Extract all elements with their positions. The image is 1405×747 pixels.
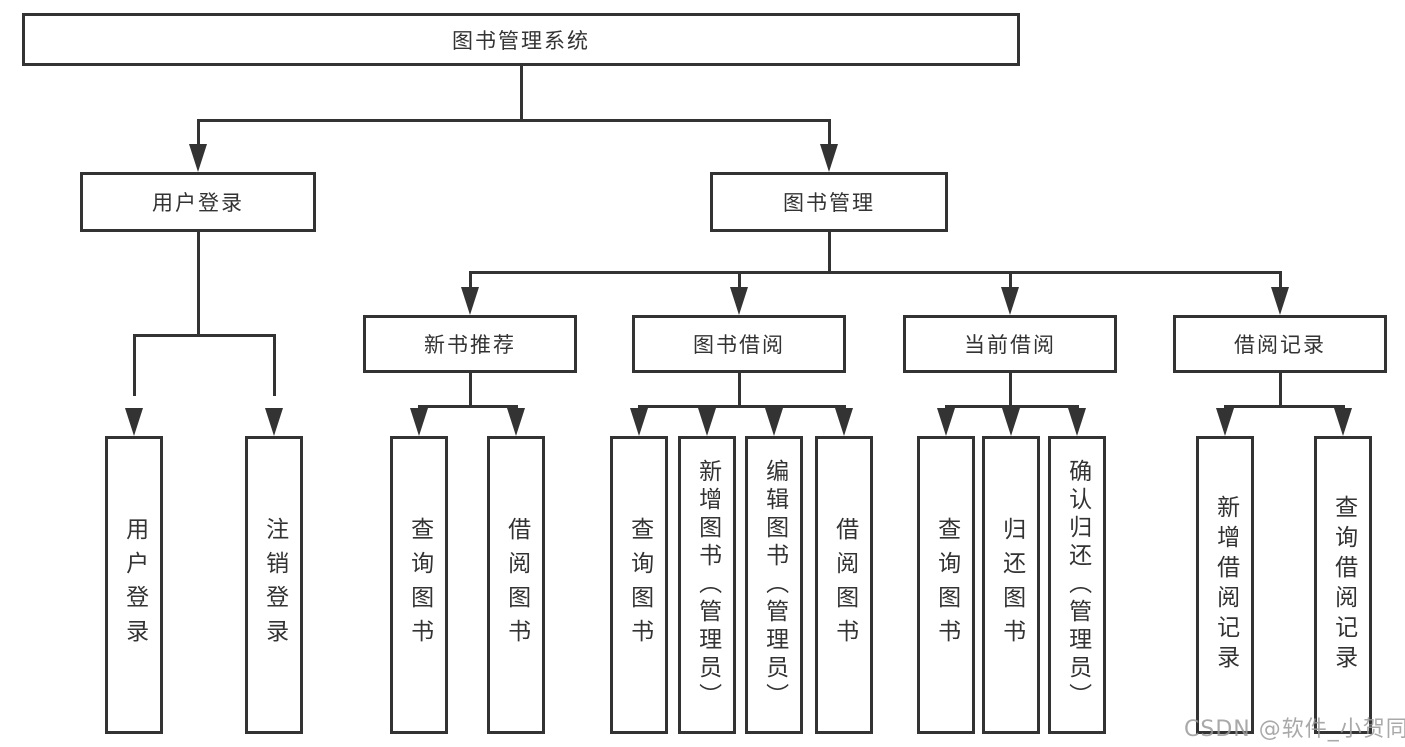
leaf-query-books-current: 查询图书: [917, 436, 975, 734]
node-label: 新增借阅记录: [1212, 495, 1239, 675]
node-label: 图书管理系统: [452, 28, 590, 53]
connector-stem: [1279, 373, 1282, 408]
arrowhead-down-icon: [937, 408, 955, 436]
node-label: 查询图书: [406, 517, 433, 653]
leaf-borrow-books-borrowing: 借阅图书: [815, 436, 873, 734]
node-label: 查询图书: [626, 517, 653, 653]
connector-stem: [197, 119, 200, 149]
arrowhead-down-icon: [820, 144, 838, 172]
connector-branch: [133, 334, 276, 337]
node-label: 借阅图书: [831, 517, 858, 653]
arrowhead-down-icon: [410, 408, 428, 436]
connector-stem: [469, 271, 472, 291]
arrowhead-down-icon: [125, 408, 143, 436]
arrowhead-down-icon: [1271, 287, 1289, 315]
connector-branch: [638, 405, 846, 408]
arrowhead-down-icon: [1334, 408, 1352, 436]
connector-stem: [828, 119, 831, 149]
leaf-confirm-return-admin: 确认归还（管理员）: [1048, 436, 1106, 734]
node-current-borrowing: 当前借阅: [903, 315, 1117, 373]
node-borrow-records: 借阅记录: [1173, 315, 1387, 373]
leaf-query-books-borrowing: 查询图书: [610, 436, 668, 734]
node-label: 用户登录: [121, 517, 148, 653]
node-label: 归还图书: [998, 517, 1025, 653]
arrowhead-down-icon: [461, 287, 479, 315]
node-label: 借阅记录: [1234, 333, 1326, 357]
leaf-query-books-recommend: 查询图书: [390, 436, 448, 734]
arrowhead-down-icon: [765, 408, 783, 436]
leaf-query-borrow-record: 查询借阅记录: [1314, 436, 1372, 734]
node-book-borrowing: 图书借阅: [632, 315, 846, 373]
node-library-system: 图书管理系统: [22, 13, 1020, 66]
node-label: 查询借阅记录: [1330, 495, 1357, 675]
arrowhead-down-icon: [189, 144, 207, 172]
connector-branch: [418, 405, 518, 408]
node-new-book-recommend: 新书推荐: [363, 315, 577, 373]
connector-stem: [133, 334, 136, 396]
node-label: 借阅图书: [503, 517, 530, 653]
connector-stem: [1009, 271, 1012, 291]
node-label: 确认归还（管理员）: [1064, 459, 1091, 711]
connector-branch: [197, 119, 831, 122]
connector-branch: [945, 405, 1079, 408]
node-label: 用户登录: [152, 191, 244, 215]
leaf-borrow-books-recommend: 借阅图书: [487, 436, 545, 734]
arrowhead-down-icon: [1002, 408, 1020, 436]
arrowhead-down-icon: [1001, 287, 1019, 315]
node-user-login: 用户登录: [80, 172, 316, 232]
arrowhead-down-icon: [698, 408, 716, 436]
node-book-management: 图书管理: [710, 172, 948, 232]
connector-stem: [273, 334, 276, 396]
connector-stem: [828, 232, 831, 274]
connector-stem: [738, 271, 741, 291]
node-label: 图书管理: [783, 191, 875, 215]
connector-branch: [1224, 405, 1345, 408]
connector-stem: [197, 232, 200, 337]
arrowhead-down-icon: [507, 408, 525, 436]
connector-stem: [1009, 373, 1012, 408]
leaf-add-borrow-record: 新增借阅记录: [1196, 436, 1254, 734]
node-label: 注销登录: [261, 517, 288, 653]
node-label: 新增图书（管理员）: [694, 459, 721, 711]
leaf-logout: 注销登录: [245, 436, 303, 734]
connector-branch: [469, 271, 1282, 274]
node-label: 图书借阅: [693, 333, 785, 357]
connector-stem: [520, 66, 523, 121]
connector-stem: [469, 373, 472, 408]
leaf-user-login: 用户登录: [105, 436, 163, 734]
leaf-return-books: 归还图书: [982, 436, 1040, 734]
arrowhead-down-icon: [1216, 408, 1234, 436]
leaf-edit-books-admin: 编辑图书（管理员）: [745, 436, 803, 734]
node-label: 查询图书: [933, 517, 960, 653]
connector-stem: [738, 373, 741, 408]
node-label: 当前借阅: [964, 333, 1056, 357]
arrowhead-down-icon: [835, 408, 853, 436]
leaf-add-books-admin: 新增图书（管理员）: [678, 436, 736, 734]
connector-stem: [1279, 271, 1282, 291]
csdn-watermark: CSDN @软件_小贺同学: [1184, 717, 1405, 742]
node-label: 编辑图书（管理员）: [761, 459, 788, 711]
arrowhead-down-icon: [1068, 408, 1086, 436]
arrowhead-down-icon: [630, 408, 648, 436]
arrowhead-down-icon: [265, 408, 283, 436]
node-label: 新书推荐: [424, 333, 516, 357]
arrowhead-down-icon: [730, 287, 748, 315]
